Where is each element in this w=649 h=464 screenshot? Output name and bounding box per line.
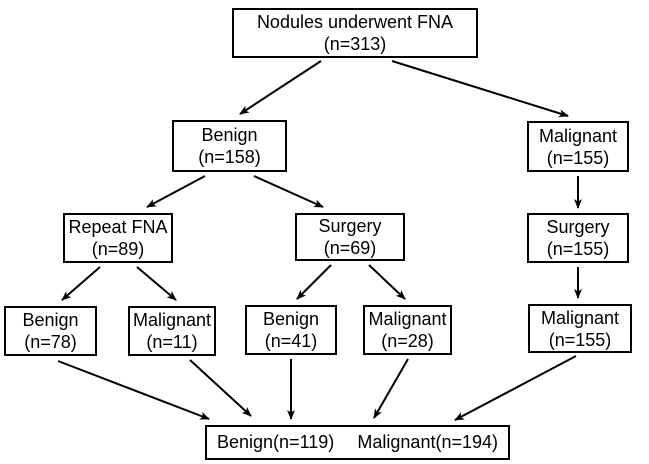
node-surgery-69-label: Surgery	[318, 216, 382, 236]
node-benign-41-label: Benign	[262, 309, 320, 329]
node-benign-158: Benign (n=158)	[172, 120, 287, 172]
node-benign-41: Benign (n=41)	[245, 305, 337, 355]
arrow-malignant11-to-final	[189, 359, 252, 417]
arrow-repeatfna-to-malignant11	[136, 266, 177, 301]
node-surgery-155-label: Surgery	[546, 217, 610, 237]
node-malignant-28-label: Malignant	[368, 309, 447, 329]
arrow-benign158-to-repeatfna	[146, 175, 206, 208]
node-benign-78: Benign (n=78)	[4, 306, 97, 356]
node-benign-78-label: Benign	[22, 310, 79, 330]
arrow-root-to-malignant155	[391, 60, 569, 118]
node-repeat-fna: Repeat FNA (n=89)	[63, 213, 173, 263]
node-malignant-11: Malignant (n=11)	[128, 306, 216, 356]
node-benign-158-label: Benign	[201, 125, 258, 145]
node-repeat-fna-label: Repeat FNA	[68, 217, 168, 237]
node-surgery-155: Surgery (n=155)	[527, 213, 629, 263]
node-repeat-fna-count: (n=89)	[91, 239, 145, 259]
node-malignant-28-count: (n=28)	[381, 331, 434, 351]
node-root-label: Nodules underwent FNA	[256, 12, 454, 32]
node-root: Nodules underwent FNA (n=313)	[232, 8, 478, 58]
node-benign-78-count: (n=78)	[24, 332, 77, 352]
node-malignant-155-label: Malignant	[538, 125, 618, 146]
node-malignant-155: Malignant (n=155)	[527, 121, 629, 172]
node-malignant-11-count: (n=11)	[146, 332, 198, 352]
node-malignant-11-label: Malignant	[132, 310, 212, 330]
node-surgery-69-count: (n=69)	[323, 238, 377, 258]
node-surgery-155-count: (n=155)	[546, 239, 610, 259]
arrow-root-to-benign158	[239, 60, 322, 115]
arrow-repeatfna-to-benign78	[61, 266, 101, 301]
node-surgery-69: Surgery (n=69)	[295, 213, 405, 261]
node-root-count: (n=313)	[323, 34, 387, 54]
node-malignant-155-surgery-count: (n=155)	[548, 329, 612, 350]
arrow-surgery69-to-malignant28	[368, 264, 406, 300]
arrow-benign78-to-final	[57, 360, 210, 420]
arrow-malignant28-to-final	[373, 358, 409, 419]
node-malignant-155-surgery: Malignant (n=155)	[528, 304, 632, 353]
arrow-surgery69-to-benign41	[296, 264, 332, 300]
node-benign-41-count: (n=41)	[264, 331, 318, 351]
arrow-malignant155b-to-final	[454, 355, 577, 421]
node-malignant-155-count: (n=155)	[546, 147, 610, 168]
node-malignant-155-surgery-label: Malignant	[540, 307, 620, 328]
final-malignant-total: Malignant(n=194)	[357, 432, 498, 452]
node-malignant-28: Malignant (n=28)	[363, 305, 452, 355]
node-benign-158-count: (n=158)	[198, 147, 261, 167]
node-final-totals: Benign(n=119) Malignant(n=194)	[205, 425, 510, 460]
final-benign-total: Benign(n=119)	[217, 432, 335, 452]
arrow-benign158-to-surgery69	[253, 175, 324, 208]
